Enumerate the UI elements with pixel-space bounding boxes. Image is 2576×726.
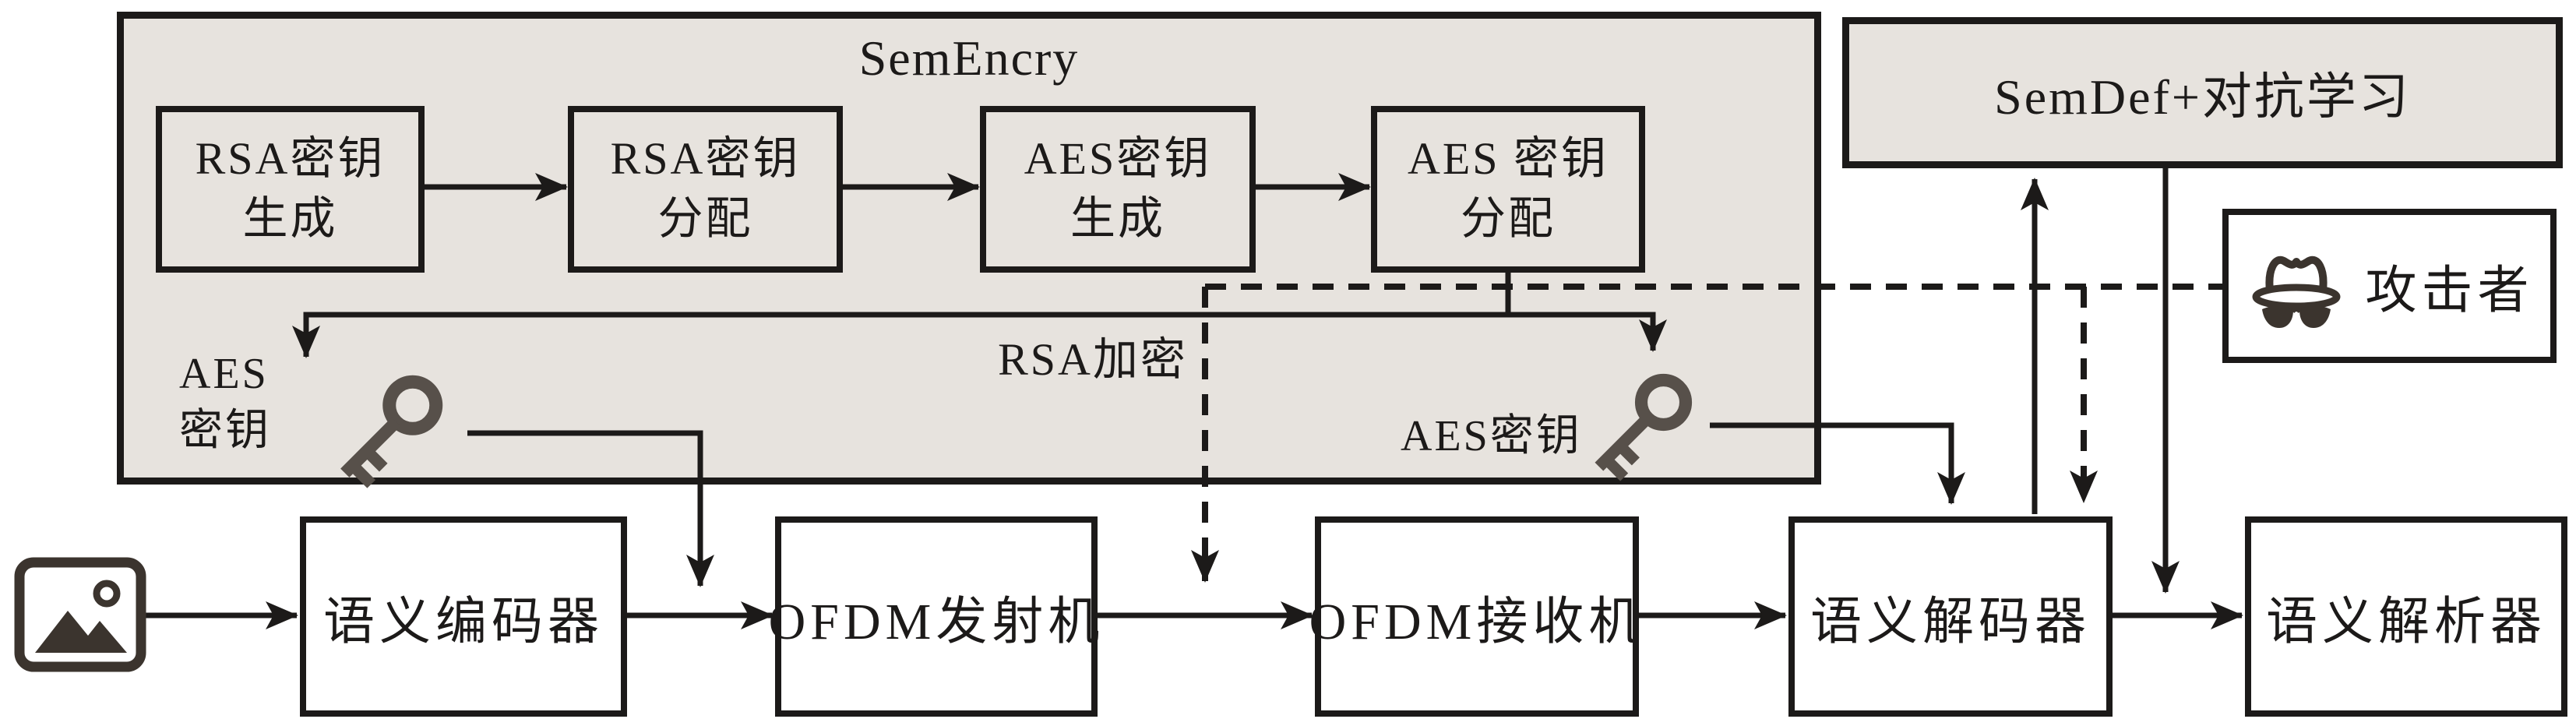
aes-key-generation-box: AES密钥 生成 [980,106,1256,273]
image-icon [14,557,146,672]
aes-key-label-left: AES 密钥 [179,350,271,455]
rsa-key-distribution-box: RSA密钥 分配 [568,106,843,273]
semdef-panel: SemDef+对抗学习 [1842,17,2563,168]
semantic-parser-label: 语义解析器 [2266,593,2546,650]
rsa-key-generation-box: RSA密钥 生成 [156,106,425,273]
semantic-encoder-label: 语义编码器 [323,593,604,650]
semencry-title: SemEncry [858,30,1080,86]
semantic-decoder-label: 语义解码器 [1810,593,2091,650]
aes-key-generation-label: AES密钥 生成 [1024,133,1212,244]
ofdm-receiver-box: OFDM接收机 [1309,516,1640,717]
aes-key-distribution-label: AES 密钥 分配 [1407,133,1609,244]
semdef-title: SemDef+对抗学习 [1994,69,2411,125]
semantic-decoder-box: 语义解码器 [1788,516,2113,717]
spy-icon [2252,256,2340,328]
ofdm-receiver-label: OFDM接收机 [1309,593,1645,650]
aes-key-label-right: AES密钥 [1401,412,1582,460]
semantic-parser-box: 语义解析器 [2245,516,2567,717]
ofdm-transmitter-label: OFDM发射机 [768,593,1105,650]
attacker-box: 攻击者 [2222,209,2557,363]
rsa-key-generation-label: RSA密钥 生成 [195,133,386,244]
rsa-encrypt-label: RSA加密 [998,334,1188,385]
ofdm-transmitter-box: OFDM发射机 [769,516,1099,717]
rsa-key-distribution-label: RSA密钥 分配 [610,133,801,244]
attacker-label: 攻击者 [2365,263,2534,319]
semantic-encoder-box: 语义编码器 [300,516,627,717]
aes-key-distribution-box: AES 密钥 分配 [1371,106,1645,273]
